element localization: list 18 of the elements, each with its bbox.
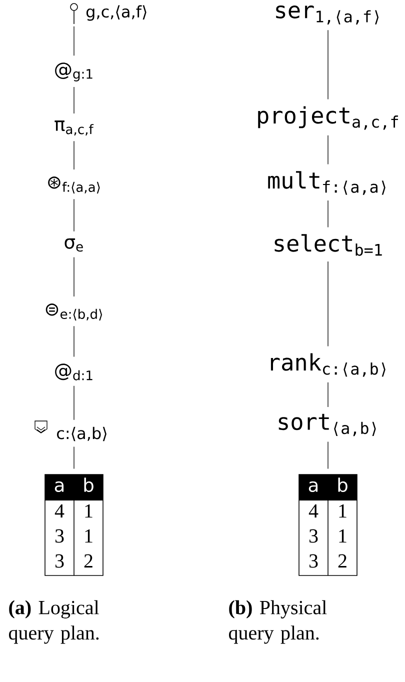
operator-label: sort$_{⟨a,b⟩}$ bbox=[278, 414, 376, 436]
operator-label: π$_{a,c,f}$ bbox=[54, 120, 94, 136]
operator-label: ser$_{1,⟨a,f⟩}$ bbox=[276, 6, 379, 25]
caption-text: (b) Physical query plan. bbox=[229, 600, 327, 644]
operator-label: project$_{a,c,f}$ bbox=[258, 106, 398, 130]
operator-label: @$_{d:1}$ bbox=[55, 364, 92, 380]
data-table: a b 4 1 3 1 3 2 bbox=[298, 474, 358, 576]
operator-label: g,c,⟨a,f⟩ bbox=[86, 5, 146, 21]
operator-label: σ$_{e}$ bbox=[64, 238, 83, 252]
data-table: a b 4 1 3 1 3 2 bbox=[44, 474, 104, 576]
caption-text: (a) Logical query plan. bbox=[9, 600, 99, 644]
operator-label: ⊛$_{f:⟨a,a⟩}$ bbox=[48, 176, 100, 194]
operator-label: rank$_{c:⟨a,b⟩}$ bbox=[270, 353, 386, 377]
operator-label: select$_{b=1}$ bbox=[274, 234, 382, 256]
operator-label: mult$_{f:⟨a,a⟩}$ bbox=[268, 171, 386, 195]
operator-label: ⊜$_{e:⟨b,d⟩}$ bbox=[46, 303, 102, 320]
operator-label: c:⟨a,b⟩ bbox=[57, 426, 106, 442]
operator-label: @$_{g:1}$ bbox=[55, 62, 92, 82]
